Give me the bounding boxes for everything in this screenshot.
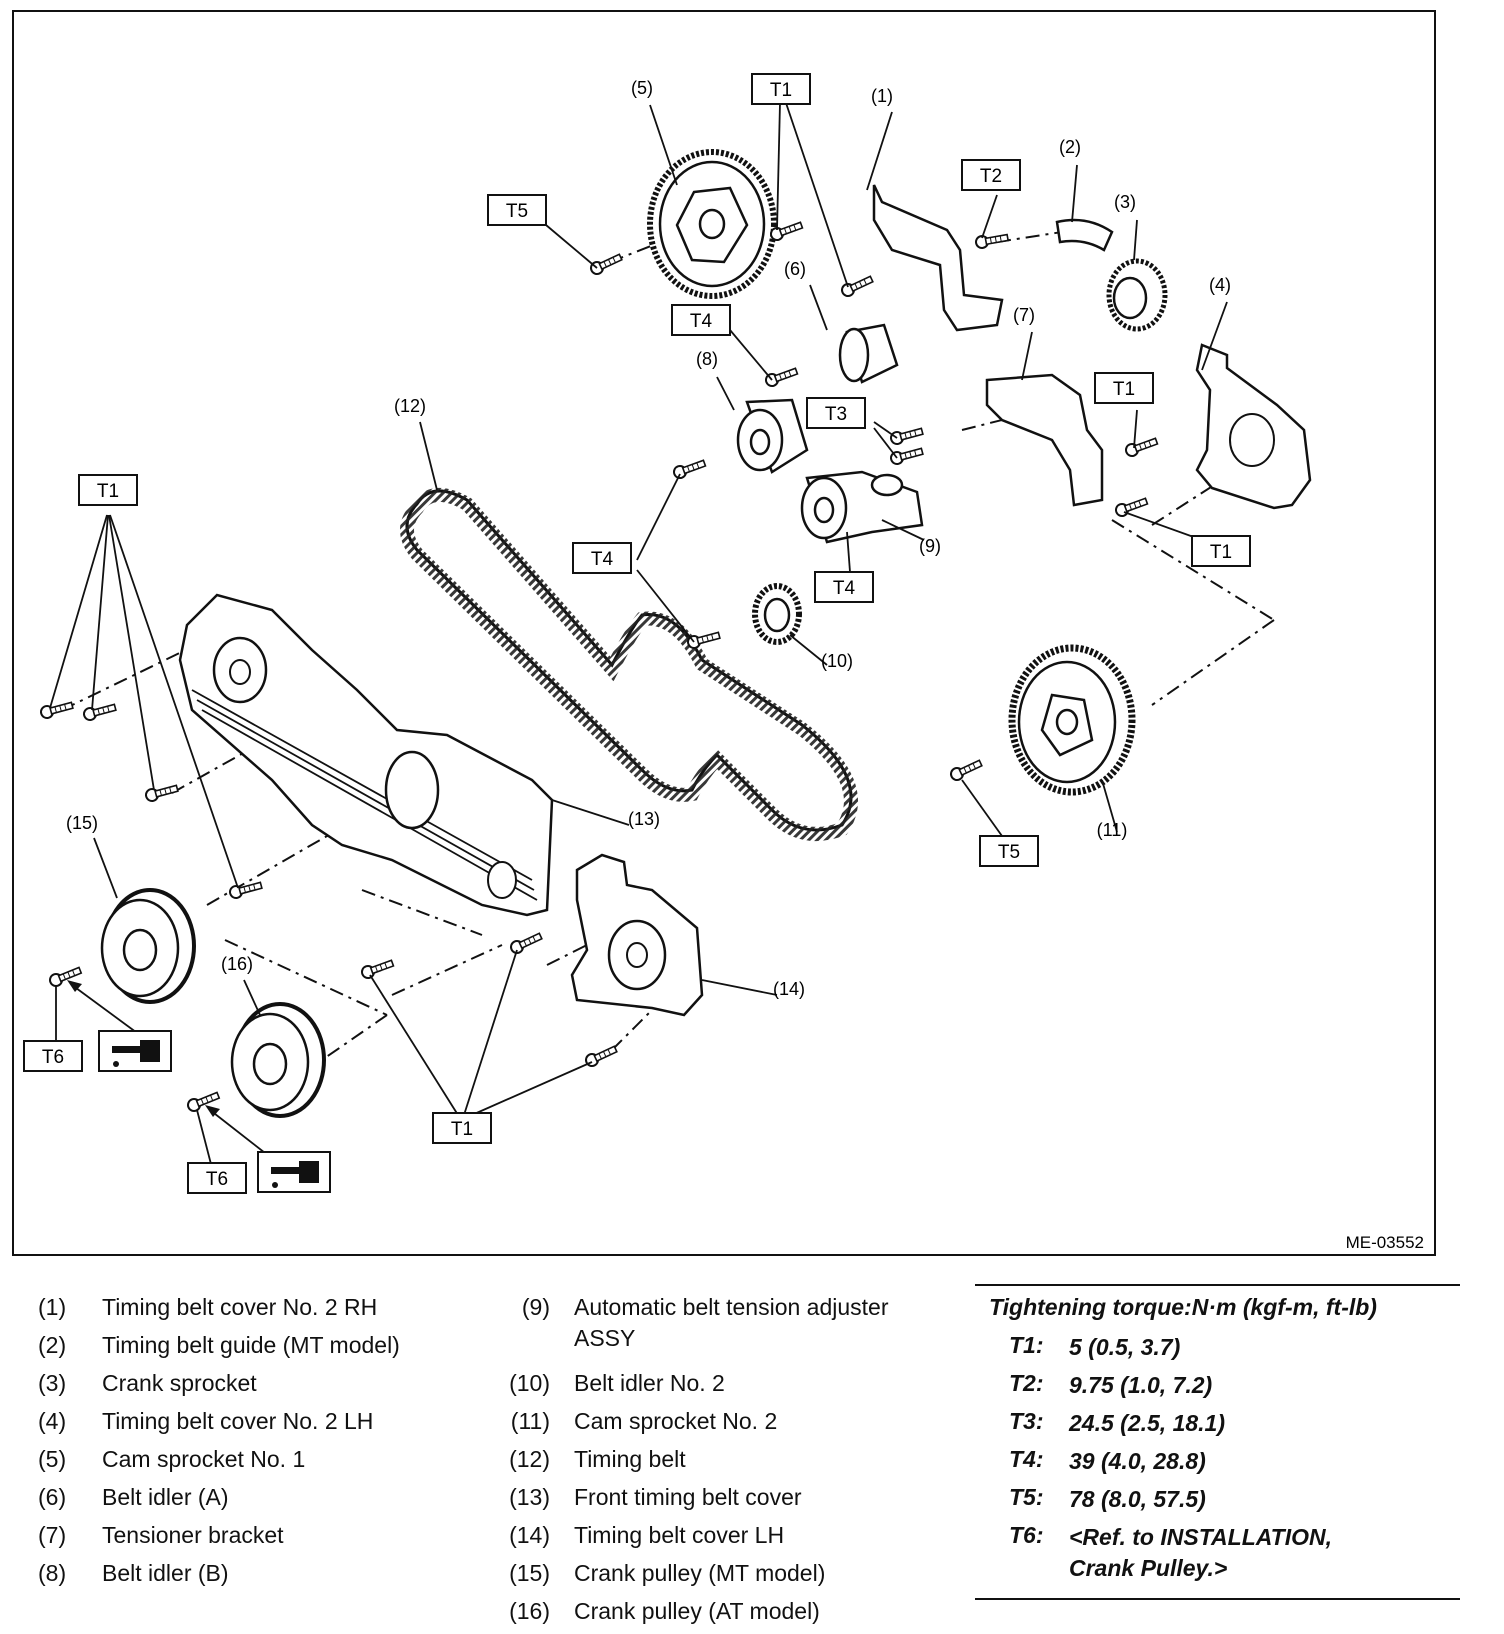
svg-text:T3: T3 [825, 404, 847, 425]
oil-icon [98, 1030, 172, 1072]
legend-item: (6)Belt idler (A) [38, 1484, 229, 1510]
torque-tag-t1: T1 [751, 73, 811, 105]
callout-16: (16) [221, 954, 253, 974]
legend-item: (2)Timing belt guide (MT model) [38, 1332, 400, 1358]
torque-tag-t6: T6 [187, 1162, 247, 1194]
legend-item: (14)Timing belt cover LH [509, 1522, 785, 1548]
legend-item: (16)Crank pulley (AT model) [509, 1598, 820, 1624]
torque-row: T5:78 (8.0, 57.5) [1009, 1484, 1206, 1512]
legend-item: (10)Belt idler No. 2 [509, 1370, 725, 1396]
figure-id: ME-03552 [1346, 1233, 1424, 1252]
svg-text:T2: T2 [980, 166, 1002, 187]
callout-13: (13) [628, 809, 660, 829]
callout-5: (5) [631, 78, 653, 98]
crank-sprocket [1106, 258, 1168, 332]
torque-row: T6:<Ref. to INSTALLATION, Crank Pulley.> [1009, 1522, 1332, 1581]
legend-column-2: (9)Automatic belt tension adjuster ASSY … [478, 1288, 889, 1630]
svg-text:T1: T1 [770, 80, 792, 101]
timing-belt-guide [1055, 218, 1114, 252]
timing-belt-cover-no2-rh [872, 184, 1004, 332]
tightening-torque-table: Tightening torque:N·m (kgf-m, ft-lb) T1:… [975, 1284, 1460, 1600]
torque-tag-t5: T5 [487, 194, 547, 226]
svg-text:T5: T5 [998, 842, 1020, 863]
torque-tag-t2: T2 [961, 159, 1021, 191]
timing-belt [400, 488, 858, 841]
belt-idler-no2 [752, 583, 802, 645]
torque-tag-t3: T3 [806, 397, 866, 429]
svg-text:T1: T1 [1113, 379, 1135, 400]
diagram-canvas: T1 T2 T5 T4 T3 T1 T1 T1 T4 T4 T5 T6 T1 T… [12, 10, 1436, 1256]
torque-tag-t6: T6 [23, 1040, 83, 1072]
callout-1: (1) [871, 86, 893, 106]
torque-tag-t4: T4 [671, 304, 731, 336]
callout-7: (7) [1013, 305, 1035, 325]
svg-text:T4: T4 [690, 311, 713, 332]
svg-text:T6: T6 [42, 1047, 64, 1068]
oil-icon [257, 1151, 331, 1193]
svg-text:T1: T1 [1210, 542, 1232, 563]
torque-tag-t1: T1 [78, 474, 138, 506]
callout-2: (2) [1059, 137, 1081, 157]
torque-tag-t4: T4 [814, 571, 874, 603]
legend-item: (13)Front timing belt cover [509, 1484, 802, 1510]
legend-item: (7)Tensioner bracket [38, 1522, 284, 1548]
callout-10: (10) [821, 651, 853, 671]
svg-text:T5: T5 [506, 201, 528, 222]
callout-11: (11) [1097, 820, 1128, 840]
torque-tags: T1 T2 T5 T4 T3 T1 T1 T1 T4 T4 T5 T6 T1 T… [23, 73, 1251, 1194]
legend-item: (9)Automatic belt tension adjuster ASSY [521, 1294, 889, 1351]
exploded-diagram: T1 T2 T5 T4 T3 T1 T1 T1 T4 T4 T5 T6 T1 T… [12, 10, 1440, 1258]
legend-item: (3)Crank sprocket [38, 1370, 257, 1396]
torque-row: T4:39 (4.0, 28.8) [1009, 1446, 1206, 1474]
callout-3: (3) [1114, 192, 1136, 212]
legend-column-1: (1)Timing belt cover No. 2 RH (2)Timing … [38, 1288, 400, 1592]
arrow-heads [67, 980, 220, 1117]
legend-item: (12)Timing belt [509, 1446, 686, 1472]
tensioner-bracket [985, 373, 1104, 507]
svg-text:T4: T4 [833, 578, 856, 599]
torque-tag-t1: T1 [1191, 535, 1251, 567]
torque-tag-t4: T4 [572, 542, 632, 574]
crank-pulley-at [230, 1002, 326, 1118]
legend-item: (4)Timing belt cover No. 2 LH [38, 1408, 374, 1434]
torque-title: Tightening torque:N·m (kgf-m, ft-lb) [989, 1294, 1377, 1320]
assembly-lines [61, 229, 1275, 1061]
callout-14: (14) [773, 979, 805, 999]
cam-sprocket-no1 [647, 149, 777, 299]
crank-pulley-mt [100, 888, 196, 1004]
torque-tag-t1: T1 [1094, 372, 1154, 404]
legend-item: (15)Crank pulley (MT model) [509, 1560, 826, 1586]
svg-text:T1: T1 [451, 1119, 473, 1140]
callout-6: (6) [784, 259, 806, 279]
torque-tag-t5: T5 [979, 835, 1039, 867]
legend-item: (5)Cam sprocket No. 1 [38, 1446, 306, 1472]
torque-tag-t1: T1 [432, 1112, 492, 1144]
callout-9: (9) [919, 536, 941, 556]
callout-labels: (1) (2) (3) (4) (5) (6) (7) (8) (9) (10)… [66, 78, 1231, 999]
cam-sprocket-no2 [1008, 644, 1136, 796]
svg-text:T4: T4 [591, 549, 614, 570]
callout-12: (12) [394, 396, 426, 416]
torque-row: T1:5 (0.5, 3.7) [1009, 1332, 1181, 1360]
torque-row: T2:9.75 (1.0, 7.2) [1009, 1370, 1213, 1398]
belt-idler-a [838, 323, 899, 384]
belt-idler-b [736, 398, 809, 474]
torque-row: T3:24.5 (2.5, 18.1) [1009, 1408, 1225, 1436]
legend-item: (11)Cam sprocket No. 2 [510, 1408, 778, 1434]
svg-text:T1: T1 [97, 481, 119, 502]
svg-text:T6: T6 [206, 1169, 228, 1190]
legend-item: (8)Belt idler (B) [38, 1560, 229, 1586]
callout-8: (8) [696, 349, 718, 369]
callout-15: (15) [66, 813, 98, 833]
callout-4: (4) [1209, 275, 1231, 295]
legend-item: (1)Timing belt cover No. 2 RH [38, 1294, 378, 1320]
front-timing-belt-cover [178, 593, 554, 917]
